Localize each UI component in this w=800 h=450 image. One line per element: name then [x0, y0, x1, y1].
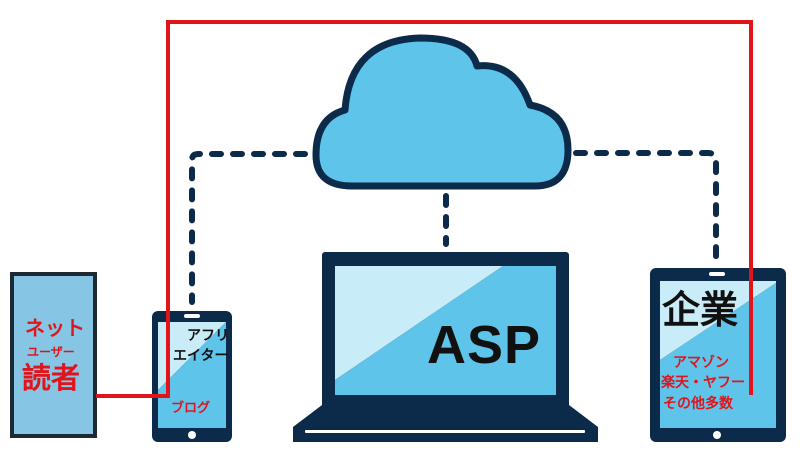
company-label-line2: 楽天・ヤフー — [661, 375, 745, 391]
dashed-connectors — [189, 150, 719, 305]
asp-laptop — [293, 252, 598, 442]
company-label-line3: その他多数 — [663, 396, 733, 412]
asp-label: ASP — [427, 315, 542, 375]
reader-label-line3: 読者 — [22, 361, 81, 395]
company-title: 企業 — [662, 288, 739, 332]
reader-label-line1: ネット — [25, 316, 85, 340]
reader-label-line2: ユーザー — [27, 345, 75, 359]
cloud-icon — [312, 34, 572, 190]
affiliate-label-line3: ブログ — [171, 401, 211, 416]
reader-box — [10, 272, 97, 438]
company-label-line1: アマゾン — [673, 355, 729, 371]
connector-cloud-to-affiliate — [189, 151, 308, 305]
affiliate-label-line1: アフリ — [187, 328, 229, 344]
connector-cloud-to-company — [573, 150, 719, 263]
affiliate-label-line2: エイター — [173, 348, 229, 364]
red-flow-line — [96, 20, 753, 398]
affiliate-phone — [152, 311, 232, 442]
company-tablet — [650, 268, 786, 442]
